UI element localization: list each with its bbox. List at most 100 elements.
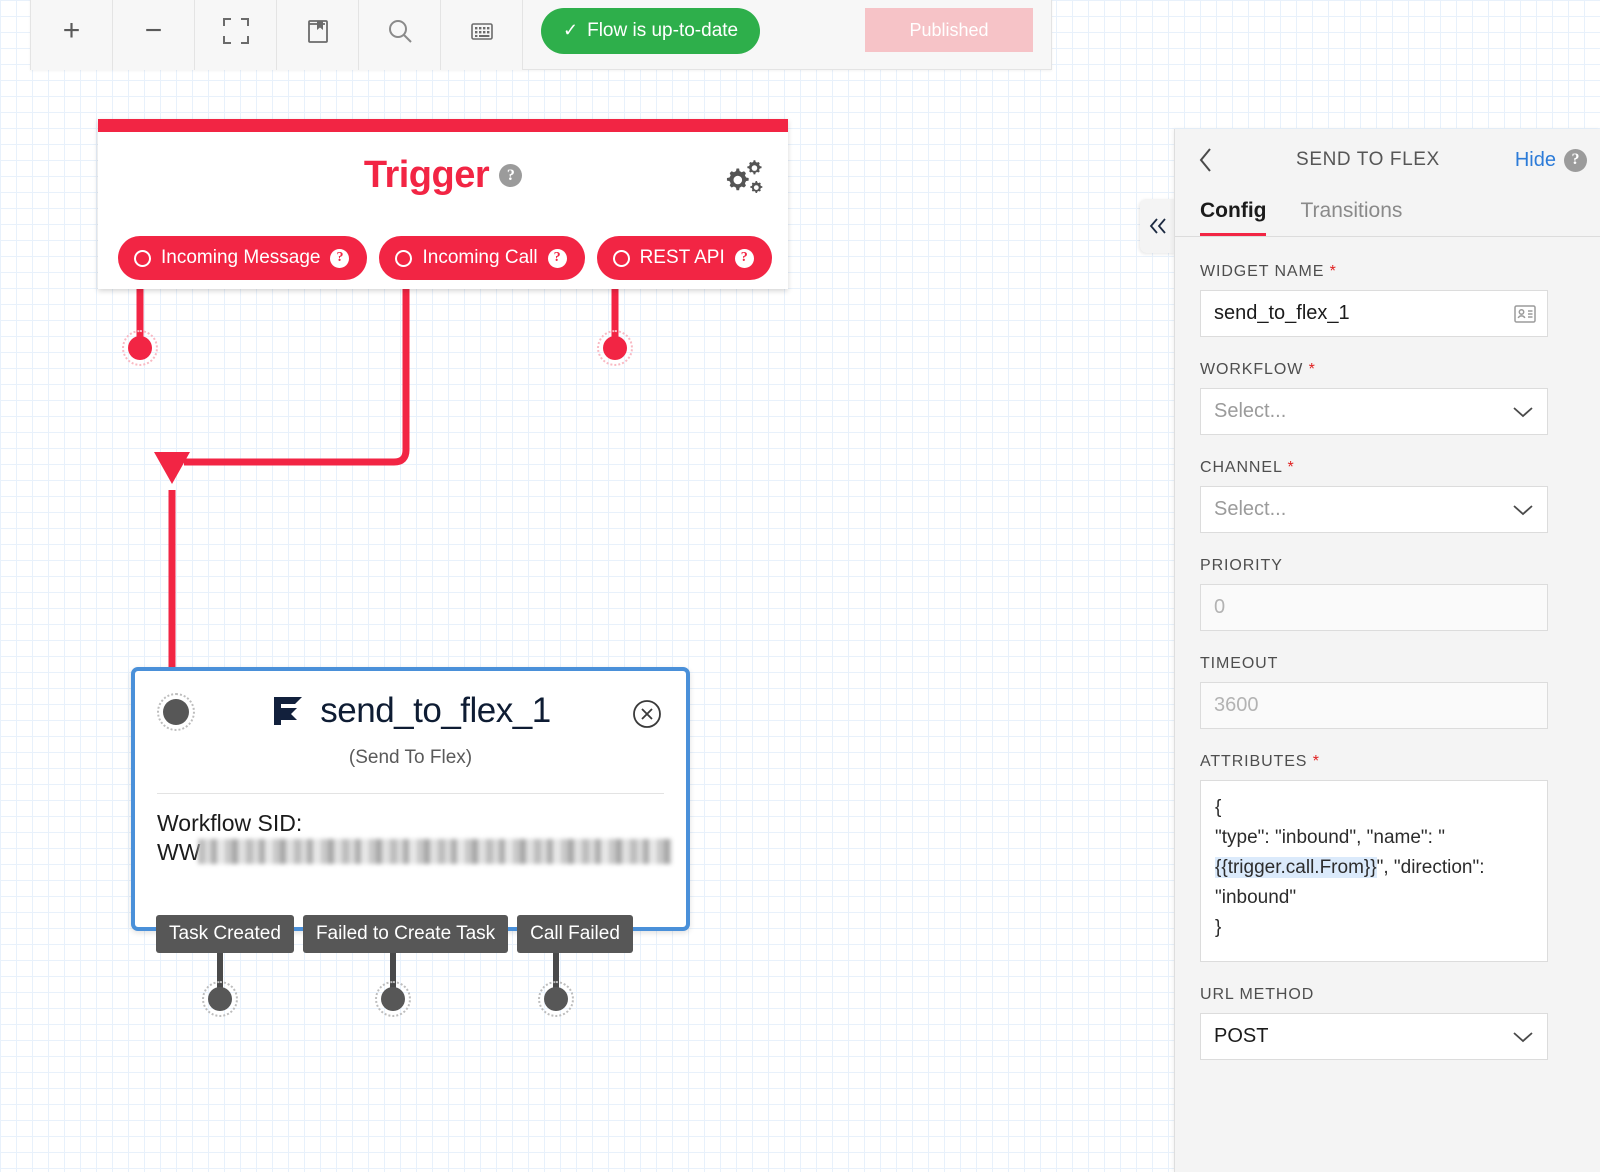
label-text: WIDGET NAME (1200, 263, 1325, 280)
zoom-out-icon: − (144, 13, 163, 47)
search-button[interactable] (359, 0, 441, 70)
search-icon (388, 19, 412, 43)
help-icon[interactable]: ? (499, 164, 523, 187)
flex-output-dot-call-failed[interactable] (538, 981, 574, 1017)
help-icon[interactable]: ? (1564, 148, 1587, 172)
trigger-output-dot-rest-api[interactable] (597, 330, 633, 366)
published-label: Published (909, 19, 989, 40)
label-text: URL METHOD (1200, 986, 1315, 1003)
flex-node-title: send_to_flex_1 (320, 691, 551, 730)
chevron-down-icon (1513, 1031, 1533, 1042)
trigger-pill-label: REST API (639, 247, 725, 268)
panel-header: SEND TO FLEX Hide ? (1175, 129, 1600, 191)
check-icon: ✓ (563, 20, 579, 40)
trigger-title-row: Trigger ? (98, 154, 788, 197)
trigger-pill-incoming-call[interactable]: Incoming Call ? (379, 236, 585, 280)
panel-title: SEND TO FLEX (1296, 149, 1440, 170)
tab-transitions[interactable]: Transitions (1300, 199, 1403, 222)
trigger-pill-incoming-message[interactable]: Incoming Message ? (118, 236, 368, 280)
flex-input-dot[interactable] (157, 693, 195, 731)
flex-node-subtitle: (Send To Flex) (348, 747, 473, 768)
send-to-flex-node[interactable]: send_to_flex_1 (Send To Flex) Workflow S… (131, 667, 690, 953)
flex-output-failed-to-create-task[interactable]: Failed to Create Task (302, 915, 509, 953)
zoom-in-button[interactable]: + (31, 0, 113, 70)
required-marker: * (1312, 753, 1320, 770)
hide-button[interactable]: Hide (1514, 148, 1556, 171)
fit-to-screen-button[interactable] (195, 0, 277, 70)
label-text: WORKFLOW (1200, 361, 1304, 378)
chevron-down-icon (1513, 406, 1533, 417)
flex-output-dot-failed-to-create-task[interactable] (375, 981, 411, 1017)
panel-tabs: Config Transitions (1175, 191, 1600, 237)
trigger-pill-rest-api[interactable]: REST API ? (596, 236, 772, 280)
page-title: Trigger (363, 154, 490, 196)
label-text: CHANNEL (1200, 459, 1283, 476)
published-button[interactable]: Published (865, 8, 1033, 52)
url-method-label: URL METHOD (1200, 986, 1576, 1004)
library-button[interactable] (277, 0, 359, 70)
fit-to-screen-icon (222, 17, 249, 44)
back-chevron-icon[interactable] (1191, 147, 1221, 173)
flex-output-dot-task-created[interactable] (202, 981, 238, 1017)
trigger-pill-row: Incoming Message ? Incoming Call ? REST … (118, 236, 772, 280)
trigger-output-dot-incoming-message[interactable] (122, 330, 158, 366)
gear-icon[interactable] (720, 157, 766, 199)
attrs-line-2: "type": "inbound", "name": " (1215, 827, 1445, 848)
help-icon[interactable]: ? (547, 248, 567, 268)
attrs-line-4: "inbound" (1215, 887, 1297, 908)
priority-input[interactable]: 0 (1200, 584, 1548, 631)
library-icon (307, 19, 328, 43)
panel-body: WIDGET NAME * send_to_flex_1 WORKFLOW * … (1175, 239, 1600, 1172)
widget-name-input[interactable]: send_to_flex_1 (1200, 290, 1548, 337)
priority-placeholder: 0 (1214, 596, 1226, 618)
widget-name-label: WIDGET NAME * (1200, 263, 1576, 281)
widget-name-value: send_to_flex_1 (1214, 302, 1350, 324)
timeout-label: TIMEOUT (1200, 655, 1576, 673)
channel-select[interactable]: Select... (1200, 486, 1548, 533)
workflow-sid-row: WW (157, 839, 686, 866)
zoom-in-icon: + (62, 13, 81, 47)
attrs-line-1: { (1215, 797, 1222, 818)
workflow-label: WORKFLOW * (1200, 361, 1576, 379)
radio-icon (395, 249, 413, 267)
canvas-toolbar: + − (30, 0, 1052, 70)
trigger-pill-label: Incoming Message (161, 247, 321, 268)
divider (157, 793, 664, 794)
required-marker: * (1308, 361, 1316, 378)
collapse-panel-button[interactable] (1140, 199, 1176, 253)
attrs-line-3: ", "direction": (1376, 857, 1485, 878)
label-text: PRIORITY (1200, 557, 1283, 574)
panel-hide-group: Hide ? (1514, 148, 1587, 172)
help-icon[interactable]: ? (330, 248, 350, 268)
workflow-value: Select... (1214, 400, 1287, 422)
flex-output-task-created[interactable]: Task Created (156, 915, 294, 953)
flow-status-label: Flow is up-to-date (587, 19, 739, 41)
trigger-pill-label: Incoming Call (422, 247, 538, 268)
trigger-node[interactable]: Trigger ? Incoming Message ? Incoming Ca… (98, 119, 788, 289)
required-marker: * (1287, 459, 1295, 476)
workflow-sid-label: Workflow SID: (157, 810, 303, 836)
contact-card-icon[interactable] (1514, 304, 1536, 324)
chevron-down-icon (1513, 504, 1533, 515)
flex-output-call-failed[interactable]: Call Failed (517, 915, 633, 953)
channel-value: Select... (1214, 498, 1287, 520)
workflow-select[interactable]: Select... (1200, 388, 1548, 435)
keypad-button[interactable] (441, 0, 523, 70)
flow-status-button[interactable]: ✓ Flow is up-to-date (541, 7, 761, 54)
workflow-sid-value: WW (157, 839, 201, 865)
timeout-placeholder: 3600 (1214, 694, 1259, 716)
tab-config[interactable]: Config (1200, 199, 1267, 236)
label-text: TIMEOUT (1200, 655, 1279, 672)
radio-icon (134, 249, 151, 267)
zoom-out-button[interactable]: − (113, 0, 195, 70)
close-icon[interactable] (632, 699, 662, 729)
help-icon[interactable]: ? (734, 248, 754, 268)
timeout-input[interactable]: 3600 (1200, 682, 1548, 729)
url-method-select[interactable]: POST (1200, 1013, 1548, 1060)
flex-logo-icon (274, 697, 303, 725)
priority-label: PRIORITY (1200, 557, 1576, 575)
widget-config-panel: SEND TO FLEX Hide ? Config Transitions W… (1174, 129, 1600, 1172)
channel-label: CHANNEL * (1200, 459, 1576, 477)
attributes-label: ATTRIBUTES * (1200, 753, 1576, 771)
attributes-textarea[interactable]: { "type": "inbound", "name": " {{trigger… (1200, 780, 1548, 962)
